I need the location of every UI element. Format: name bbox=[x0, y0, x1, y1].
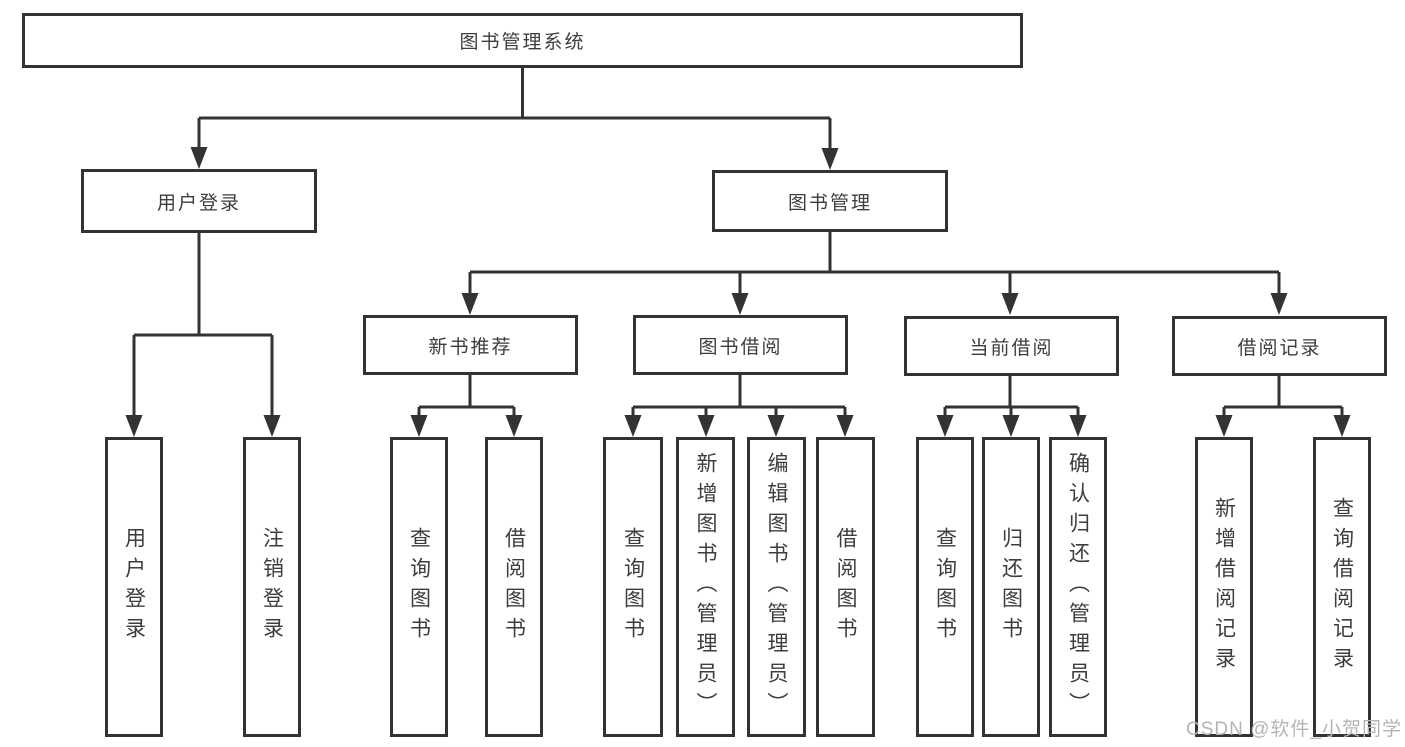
edge-current-to-leaves bbox=[943, 376, 1080, 420]
node-book-management: 图书管理 bbox=[712, 170, 948, 232]
node-borrow-records: 借阅记录 bbox=[1172, 316, 1387, 376]
leaf-borrow-book-recommend-label: 借阅图书 bbox=[502, 527, 526, 647]
leaf-borrow-book-borrow-label: 借阅图书 bbox=[834, 527, 857, 647]
arrowhead bbox=[767, 415, 785, 437]
leaf-confirm-return-admin: 确认归还（管理员） bbox=[1049, 437, 1107, 737]
arrowhead bbox=[731, 293, 749, 315]
leaf-return-book: 归还图书 bbox=[982, 437, 1040, 737]
leaf-add-book-admin: 新增图书（管理员） bbox=[676, 437, 735, 737]
arrowhead bbox=[190, 147, 208, 169]
leaf-query-book-current-label: 查询图书 bbox=[933, 527, 957, 647]
arrowhead bbox=[836, 415, 854, 437]
node-root: 图书管理系统 bbox=[22, 13, 1023, 68]
arrowhead bbox=[410, 415, 428, 437]
arrowhead bbox=[1002, 415, 1020, 437]
node-book-borrow-label: 图书借阅 bbox=[698, 336, 783, 358]
leaf-logout-label: 注销登录 bbox=[260, 527, 284, 647]
leaf-confirm-return-admin-label: 确认归还（管理员） bbox=[1066, 452, 1090, 722]
node-new-book-recommend-label: 新书推荐 bbox=[428, 336, 513, 358]
leaf-add-book-admin-label: 新增图书（管理员） bbox=[694, 452, 717, 722]
arrowhead bbox=[1215, 415, 1233, 437]
leaf-borrow-book-borrow: 借阅图书 bbox=[816, 437, 875, 737]
arrowhead bbox=[505, 415, 523, 437]
arrowhead bbox=[461, 293, 479, 315]
leaf-query-book-borrow-label: 查询图书 bbox=[621, 527, 645, 647]
leaf-query-borrow-record-label: 查询借阅记录 bbox=[1330, 497, 1354, 677]
leaf-query-book-recommend: 查询图书 bbox=[390, 437, 448, 737]
node-current-borrow: 当前借阅 bbox=[904, 316, 1119, 376]
node-user-login-label: 用户登录 bbox=[156, 192, 241, 214]
edge-bookmgmt-to-level3 bbox=[468, 230, 1281, 296]
leaf-user-login-label: 用户登录 bbox=[122, 527, 146, 647]
leaf-borrow-book-recommend: 借阅图书 bbox=[485, 437, 543, 737]
arrowhead bbox=[821, 148, 839, 170]
arrowhead bbox=[1001, 293, 1019, 315]
arrowhead bbox=[1333, 415, 1351, 437]
leaf-query-book-recommend-label: 查询图书 bbox=[407, 527, 431, 647]
node-current-borrow-label: 当前借阅 bbox=[969, 337, 1054, 359]
leaf-query-borrow-record: 查询借阅记录 bbox=[1313, 437, 1371, 737]
arrowhead bbox=[263, 415, 281, 437]
leaf-user-login: 用户登录 bbox=[105, 437, 163, 737]
edge-root-to-level2 bbox=[197, 66, 832, 153]
arrowhead bbox=[1270, 293, 1288, 315]
node-book-management-label: 图书管理 bbox=[787, 192, 872, 214]
arrowhead bbox=[936, 415, 954, 437]
leaf-edit-book-admin-label: 编辑图书（管理员） bbox=[765, 452, 788, 722]
arrowhead bbox=[624, 415, 642, 437]
arrowhead bbox=[697, 415, 715, 437]
watermark: CSDN @软件_小贺同学 bbox=[1186, 719, 1402, 740]
leaf-edit-book-admin: 编辑图书（管理员） bbox=[747, 437, 806, 737]
edge-recommend-to-leaves bbox=[417, 373, 516, 420]
node-user-login: 用户登录 bbox=[81, 169, 317, 233]
edge-borrow-to-leaves bbox=[631, 373, 847, 420]
node-borrow-records-label: 借阅记录 bbox=[1237, 337, 1322, 359]
arrowhead bbox=[125, 415, 143, 437]
edge-records-to-leaves bbox=[1222, 376, 1344, 420]
node-book-borrow: 图书借阅 bbox=[633, 315, 848, 375]
leaf-query-book-current: 查询图书 bbox=[916, 437, 974, 737]
node-root-label: 图书管理系统 bbox=[459, 32, 586, 53]
edge-userlogin-to-leaves bbox=[132, 231, 274, 420]
leaf-add-borrow-record: 新增借阅记录 bbox=[1195, 437, 1253, 737]
node-new-book-recommend: 新书推荐 bbox=[363, 315, 578, 375]
arrowhead bbox=[1069, 415, 1087, 437]
leaf-return-book-label: 归还图书 bbox=[999, 527, 1023, 647]
leaf-query-book-borrow: 查询图书 bbox=[603, 437, 663, 737]
leaf-add-borrow-record-label: 新增借阅记录 bbox=[1212, 497, 1236, 677]
leaf-logout: 注销登录 bbox=[243, 437, 301, 737]
